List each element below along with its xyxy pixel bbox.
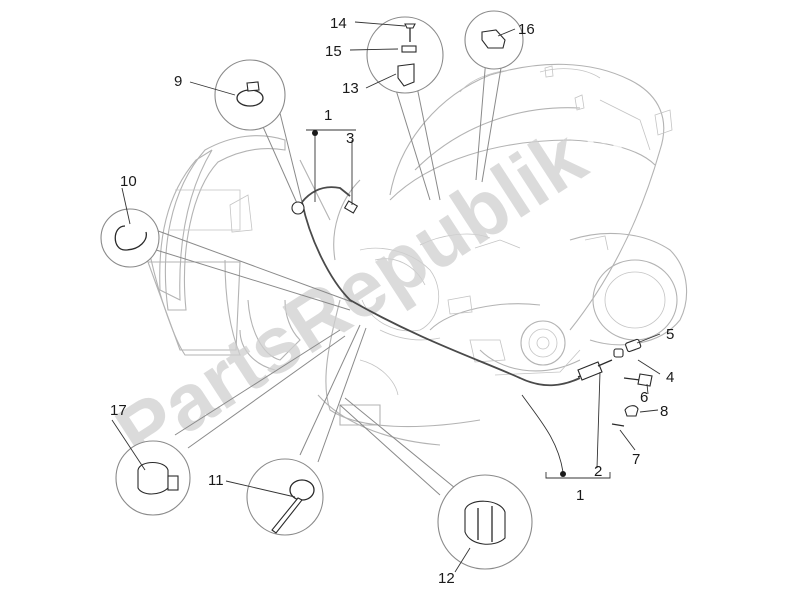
callout-9: 9 bbox=[174, 73, 182, 90]
callout-7: 7 bbox=[632, 451, 640, 468]
bubble-holder-12 bbox=[437, 474, 533, 570]
callout-1-top: 1 bbox=[324, 107, 332, 124]
bubble-clamp-17 bbox=[115, 440, 191, 516]
leader-lines bbox=[111, 21, 661, 573]
callout-labels: 14 15 16 13 9 1 3 10 5 4 6 8 7 2 1 17 11… bbox=[110, 15, 674, 587]
bubble-clip-16 bbox=[464, 10, 524, 70]
callout-10: 10 bbox=[120, 173, 137, 190]
callout-1-bottom: 1 bbox=[576, 487, 584, 504]
bubble-clamp-9 bbox=[214, 59, 286, 131]
callout-14: 14 bbox=[330, 15, 347, 32]
bubble-screw-13 bbox=[366, 16, 444, 94]
watermark-text: PartsRepublik bbox=[101, 111, 601, 479]
dot-marker bbox=[560, 471, 566, 477]
callout-16: 16 bbox=[518, 21, 535, 38]
callout-4: 4 bbox=[666, 369, 674, 386]
callout-15: 15 bbox=[325, 43, 342, 60]
callout-13: 13 bbox=[342, 80, 359, 97]
gear-icon bbox=[579, 109, 631, 161]
callout-8: 8 bbox=[660, 403, 668, 420]
callout-5: 5 bbox=[666, 326, 674, 343]
bubble-tie-11 bbox=[246, 458, 324, 536]
dot-marker bbox=[312, 130, 318, 136]
bubble-ring-10 bbox=[100, 208, 160, 268]
callout-11: 11 bbox=[208, 472, 224, 489]
hardware-parts bbox=[611, 338, 653, 427]
callout-17: 17 bbox=[110, 402, 127, 419]
callout-2: 2 bbox=[594, 463, 602, 480]
bubble-beams bbox=[139, 57, 503, 496]
callout-12: 12 bbox=[438, 570, 455, 587]
callout-3: 3 bbox=[346, 130, 354, 147]
callout-6: 6 bbox=[640, 389, 648, 406]
throttle-cable bbox=[291, 186, 613, 387]
